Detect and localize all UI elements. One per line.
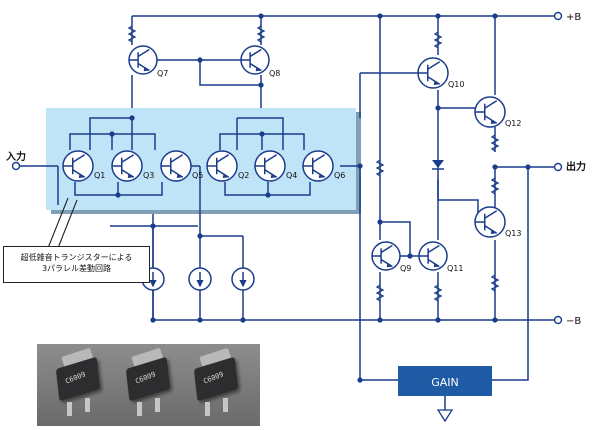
supply-pos-terminal [553, 11, 563, 21]
transistor-q5 [160, 150, 192, 182]
junction-dots [109, 13, 531, 383]
label-q1: Q1 [94, 171, 105, 180]
transistor-q9 [371, 241, 401, 271]
gain-label: GAIN [431, 376, 459, 389]
transistor-photo: C6009 C6009 C6009 [37, 344, 260, 426]
gain-block [398, 366, 492, 396]
transistor-q2 [206, 150, 238, 182]
transistor-q11 [418, 241, 448, 271]
transistor-q3 [111, 150, 143, 182]
transistor-q8 [240, 45, 270, 75]
transistors [62, 45, 506, 271]
input-terminal [11, 161, 21, 171]
label-q11: Q11 [447, 264, 463, 273]
supply-neg-label: −B [566, 316, 581, 327]
label-q9: Q9 [400, 264, 411, 273]
supply-neg-terminal [553, 315, 563, 325]
output-terminal [553, 162, 563, 172]
callout-pointer [47, 197, 78, 249]
transistor-package-2: C6009 [125, 347, 175, 416]
label-q3: Q3 [143, 171, 154, 180]
label-q6: Q6 [334, 171, 345, 180]
transistor-q4 [254, 150, 286, 182]
supply-pos-label: +B [566, 12, 581, 23]
current-source-2 [188, 267, 212, 291]
transistor-q13 [474, 206, 506, 238]
callout-line-2: 3パラレル差動回路 [41, 264, 112, 273]
terminals [11, 11, 563, 325]
label-q5: Q5 [192, 171, 203, 180]
label-q2: Q2 [238, 171, 249, 180]
label-q13: Q13 [505, 229, 521, 238]
transistor-package-1: C6009 [55, 347, 105, 416]
callout-line-1: 超低雑音トランジスターによる [20, 253, 133, 262]
ground-icon [436, 409, 454, 423]
callout-box: 超低雑音トランジスターによる 3パラレル差動回路 [3, 246, 150, 283]
label-q10: Q10 [448, 80, 464, 89]
diode [432, 160, 444, 170]
current-source-3 [231, 267, 255, 291]
transistor-q10 [417, 57, 449, 89]
label-q4: Q4 [286, 171, 297, 180]
label-q12: Q12 [505, 119, 521, 128]
current-sources [141, 267, 255, 291]
resistors [127, 25, 500, 302]
label-q8: Q8 [269, 69, 280, 78]
output-label: 出力 [566, 160, 586, 173]
input-label: 入力 [6, 150, 26, 163]
transistor-q7 [128, 45, 158, 75]
transistor-q12 [474, 96, 506, 128]
transistor-q6 [302, 150, 334, 182]
label-q7: Q7 [157, 69, 168, 78]
transistor-q1 [62, 150, 94, 182]
transistor-package-3: C6009 [193, 347, 243, 416]
